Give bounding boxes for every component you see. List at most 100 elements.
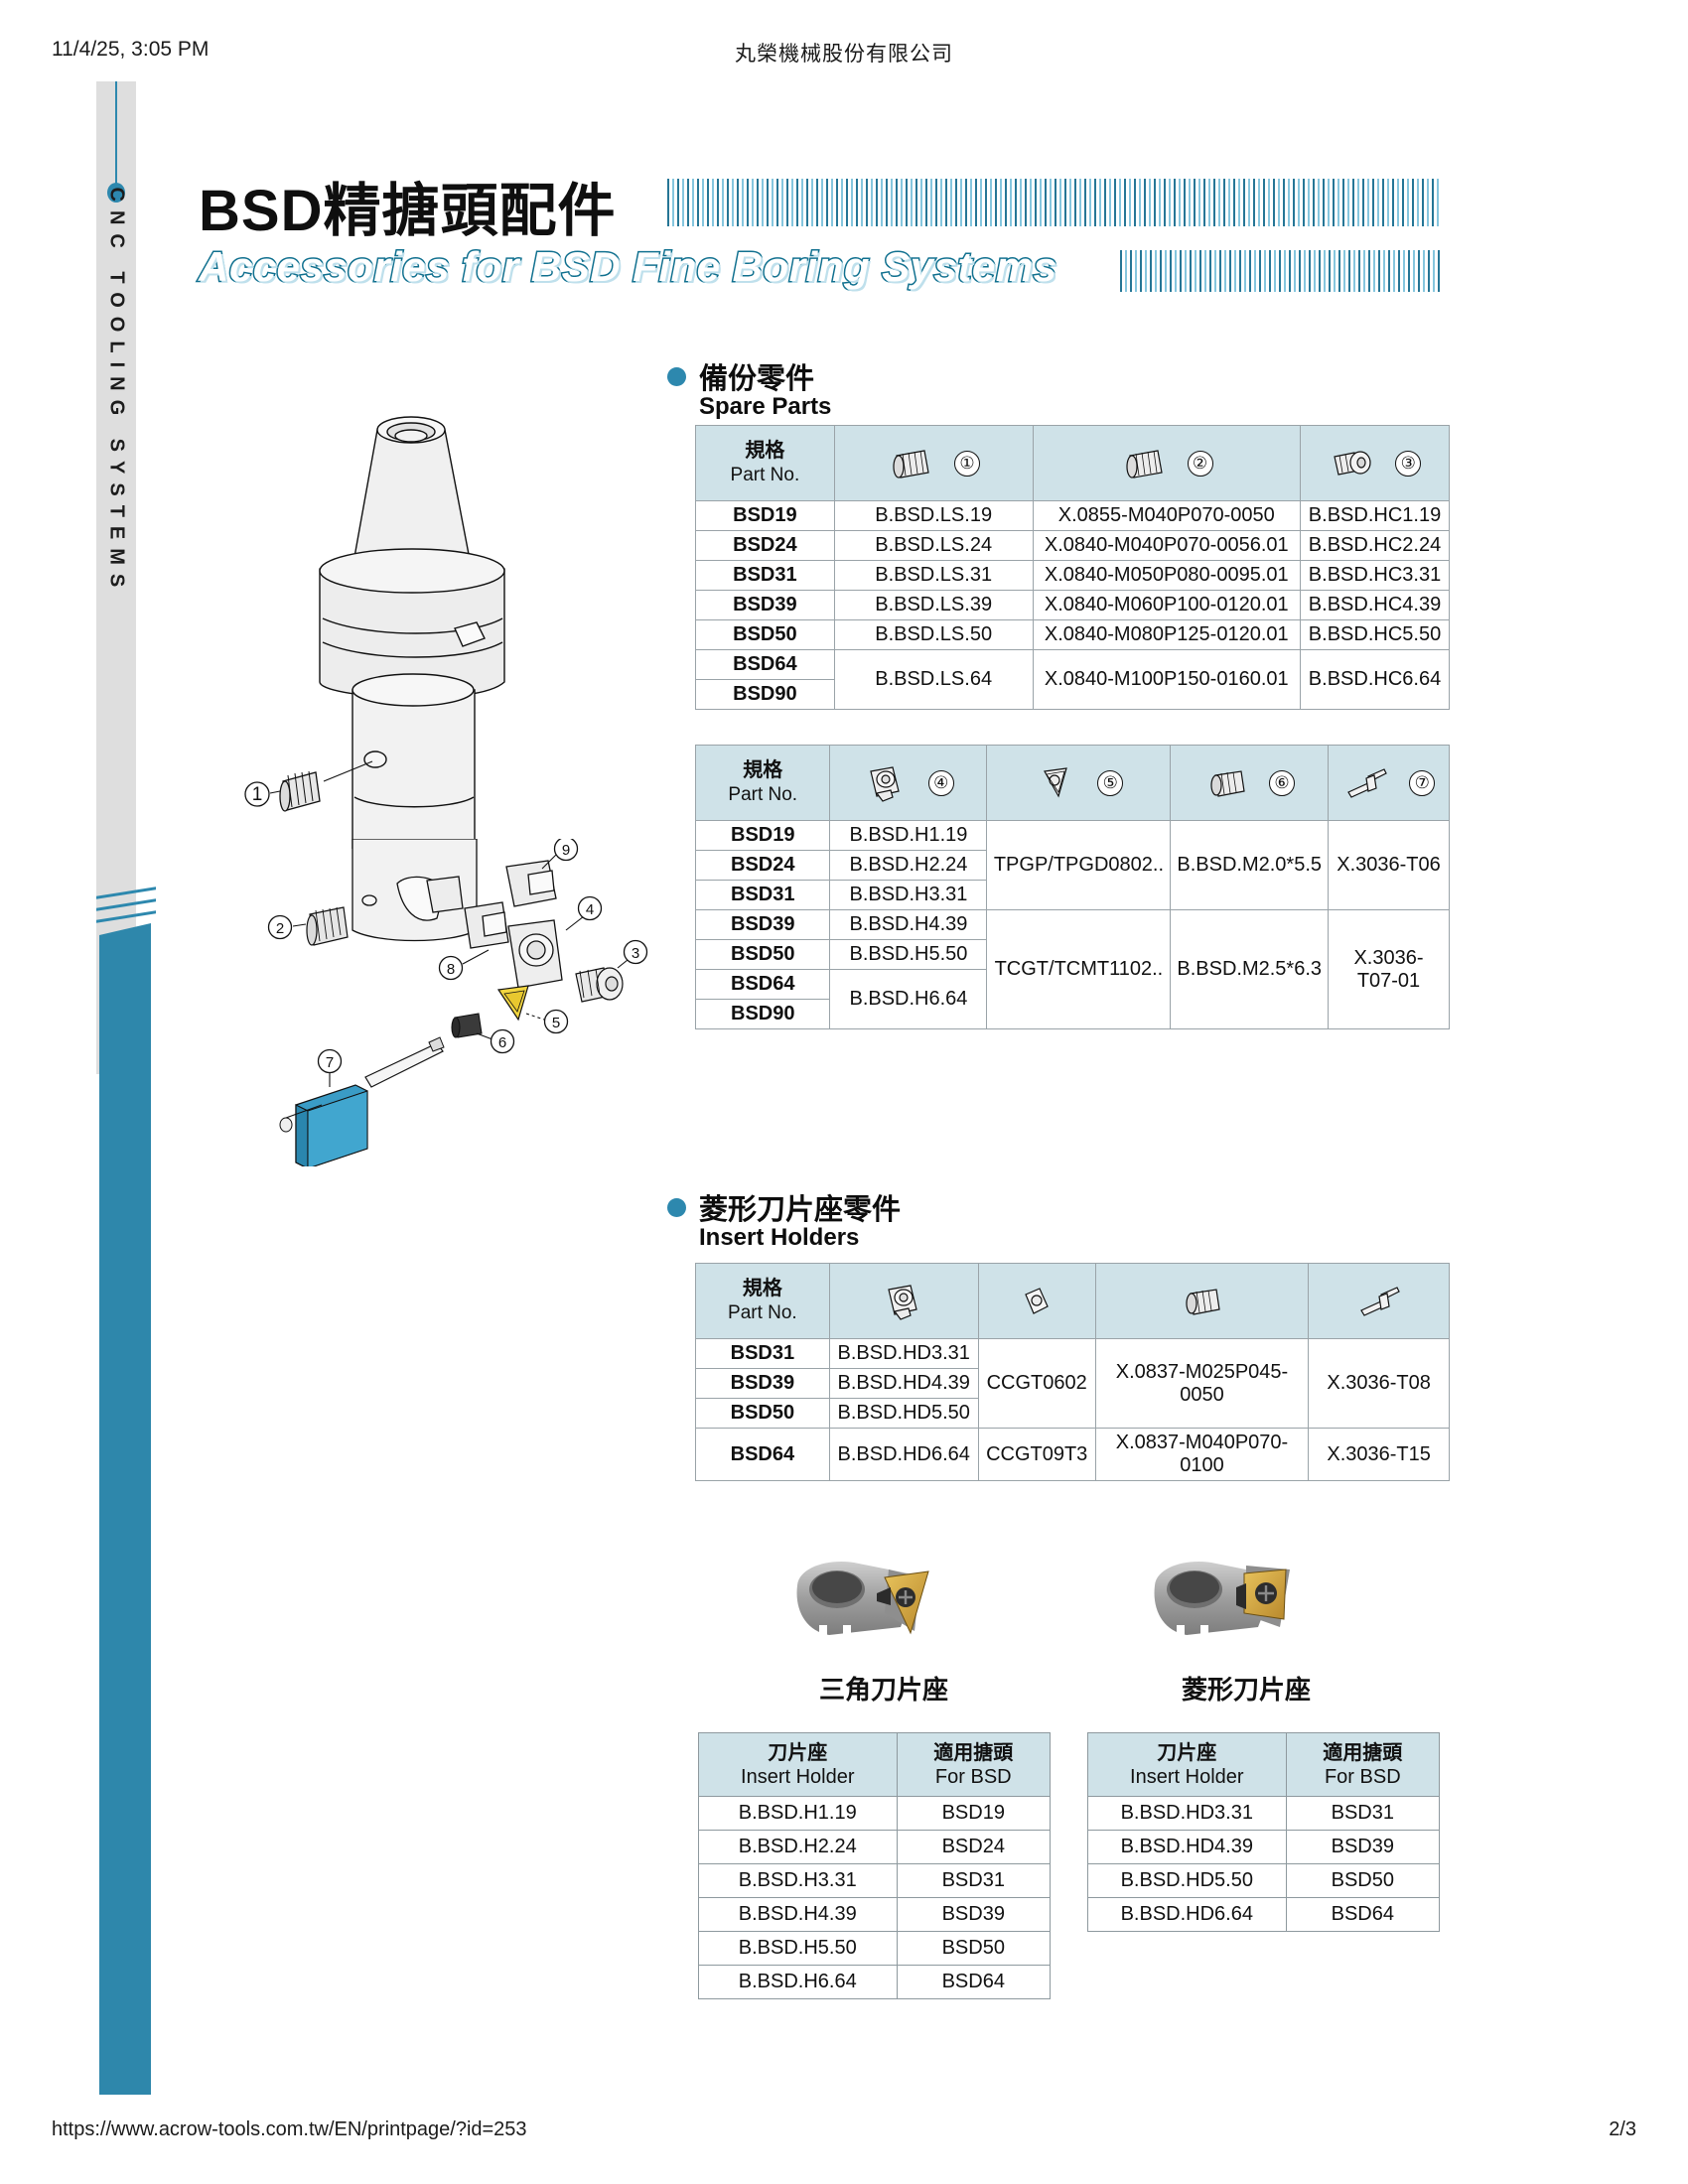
table-row: B.BSD.H6.64 BSD64 — [698, 1965, 1052, 1999]
cell-holder: B.BSD.H5.50 — [829, 939, 988, 970]
bullet-icon — [667, 367, 686, 386]
header-for-bsd-zh: 適用搪頭 — [933, 1741, 1014, 1764]
rail-stripes-decoration — [96, 880, 156, 931]
cell-bsd: BSD64 — [896, 1965, 1052, 1999]
cell-bsd: BSD39 — [1285, 1830, 1441, 1864]
header-col-5: ⑤ — [986, 745, 1172, 821]
table-row: BSD64 B.BSD.HD6.64 CCGT09T3 X.0837-M040P… — [695, 1428, 1450, 1481]
table-row: BSD50 B.BSD.H5.50 — [694, 939, 1450, 970]
header-for-bsd-en: For BSD — [1324, 1765, 1401, 1788]
cell-holder: B.BSD.H1.19 — [829, 820, 988, 851]
photo-rhombic-insert-holder — [1154, 1562, 1290, 1635]
header-insert-holder-en: Insert Holder — [1130, 1765, 1244, 1788]
table-row: B.BSD.H5.50 BSD50 — [698, 1931, 1052, 1966]
wrench-icon — [1359, 1286, 1400, 1316]
cell-part-no: BSD64 — [694, 969, 831, 1000]
cell-part-no: BSD50 — [695, 1398, 830, 1429]
cell-part-no: BSD90 — [695, 679, 835, 710]
table-row: B.BSD.H1.19 BSD19 — [698, 1796, 1052, 1831]
print-page-number: 2/3 — [1609, 2118, 1636, 2140]
cell-part-no: BSD19 — [695, 500, 835, 531]
cell-col1: B.BSD.LS.24 — [833, 530, 1034, 561]
bullet-icon — [667, 1198, 686, 1217]
table-header-row: 刀片座 Insert Holder 適用搪頭 For BSD — [698, 1732, 1052, 1797]
cell-holder: B.BSD.HD5.50 — [828, 1398, 979, 1429]
triangular-insert-icon — [1043, 766, 1067, 798]
table-row: BSD19 B.BSD.H1.19 TPGP/TPGD0802.. B.BSD.… — [694, 820, 1450, 910]
table-row: B.BSD.H4.39 BSD39 — [698, 1897, 1052, 1932]
cell-col1: B.BSD.LS.31 — [833, 560, 1034, 591]
table-row: BSD50 B.BSD.HD5.50 — [695, 1398, 1450, 1429]
print-company-name: 丸榮機械股份有限公司 — [735, 43, 953, 66]
cell-col2: X.0840-M060P100-0120.01 — [1032, 590, 1301, 620]
cell-col3: B.BSD.HC5.50 — [1299, 619, 1451, 650]
cell-bsd: BSD31 — [1285, 1796, 1441, 1831]
cell-holder-merged: B.BSD.H6.64 — [829, 969, 988, 1029]
cell-holder: B.BSD.H6.64 — [698, 1965, 898, 1999]
header-for-bsd-zh: 適用搪頭 — [1323, 1741, 1403, 1764]
table-row: BSD39 B.BSD.HD4.39 — [695, 1368, 1450, 1399]
cell-part-no: BSD31 — [694, 880, 831, 910]
header-for-bsd: 適用搪頭 For BSD — [1285, 1732, 1441, 1797]
cell-col2: X.0840-M080P125-0120.01 — [1032, 619, 1301, 650]
exploded-diagram-lower: 2 3 4 8 9 5 6 7 — [267, 839, 648, 1166]
diagram-callout-9: 9 — [562, 842, 570, 859]
photo-triangular-insert-holder — [796, 1562, 929, 1635]
header-for-bsd-en: For BSD — [934, 1765, 1012, 1788]
cell-col1: B.BSD.LS.39 — [833, 590, 1034, 620]
table-row: B.BSD.HD3.31 BSD31 — [1087, 1796, 1441, 1831]
cell-holder: B.BSD.HD6.64 — [1087, 1897, 1287, 1932]
callout-number-7: ⑦ — [1409, 769, 1436, 796]
title-stripe-bottom — [1120, 250, 1440, 292]
header-part-no-zh: 規格 — [745, 440, 785, 462]
insert-holder-icon — [888, 1284, 917, 1320]
page-title-en: Accessories for BSD Fine Boring Systems — [197, 242, 1057, 292]
header-part-no-zh: 規格 — [742, 1278, 782, 1299]
rhombic-insert-icon — [1025, 1287, 1049, 1314]
screw-icon — [1186, 1288, 1221, 1315]
cell-col2-merged: X.0840-M100P150-0160.01 — [1032, 649, 1301, 710]
page-title-zh: BSD精搪頭配件 — [199, 179, 617, 243]
cell-screw-merged: B.BSD.M2.5*6.3 — [1170, 909, 1330, 1029]
table-row: BSD31 B.BSD.HD3.31 CCGT0602 X.0837-M025P… — [695, 1338, 1450, 1429]
cell-holder: B.BSD.H2.24 — [698, 1830, 898, 1864]
cell-col2: X.0840-M040P070-0056.01 — [1032, 530, 1301, 561]
cell-part-no: BSD39 — [694, 909, 831, 940]
header-col-6: ⑥ — [1170, 745, 1330, 821]
diagram-callout-1: 1 — [252, 784, 263, 805]
cell-col3-merged: B.BSD.HC6.64 — [1299, 649, 1451, 710]
header-insert-holder: 刀片座 Insert Holder — [1087, 1732, 1287, 1797]
insert-holder-icon — [870, 765, 900, 802]
cell-bsd: BSD50 — [896, 1931, 1052, 1966]
cell-holder: B.BSD.HD4.39 — [1087, 1830, 1287, 1864]
cell-col3: B.BSD.HC1.19 — [1299, 500, 1451, 531]
rail-dot-icon — [107, 183, 125, 203]
table-row: B.BSD.H3.31 BSD31 — [698, 1863, 1052, 1898]
screw-icon — [1210, 769, 1246, 797]
section-title-zh: 備份零件 — [699, 363, 815, 395]
cell-insert: CCGT09T3 — [977, 1428, 1096, 1481]
cell-col3: B.BSD.HC4.39 — [1299, 590, 1451, 620]
cell-holder: B.BSD.HD4.39 — [828, 1368, 979, 1399]
cell-col3: B.BSD.HC3.31 — [1299, 560, 1451, 591]
cell-col3: B.BSD.HC2.24 — [1299, 530, 1451, 561]
header-part-no-en: Part No. — [730, 464, 800, 485]
exploded-diagram-upper: 1 — [244, 416, 505, 849]
cell-col1-merged: B.BSD.LS.64 — [833, 649, 1034, 710]
print-footer: https://www.acrow-tools.com.tw/EN/printp… — [0, 2118, 1688, 2148]
header-col-3: ③ — [1299, 425, 1451, 501]
table-row: BSD19 B.BSD.LS.19 X.0855-M040P070-0050 B… — [695, 500, 1451, 531]
section-title-en: Insert Holders — [699, 1224, 860, 1251]
cell-screw: X.0837-M040P070-0100 — [1094, 1428, 1310, 1481]
cell-wrench-merged: X.3036-T07-01 — [1328, 909, 1450, 1029]
header-wrench — [1308, 1263, 1450, 1339]
cell-holder: B.BSD.H5.50 — [698, 1931, 898, 1966]
table-row: BSD50 B.BSD.LS.50 X.0840-M080P125-0120.0… — [695, 619, 1451, 650]
header-col-7: ⑦ — [1328, 745, 1450, 821]
cell-part-no: BSD64 — [695, 649, 835, 680]
cell-part-no: BSD50 — [694, 939, 831, 970]
